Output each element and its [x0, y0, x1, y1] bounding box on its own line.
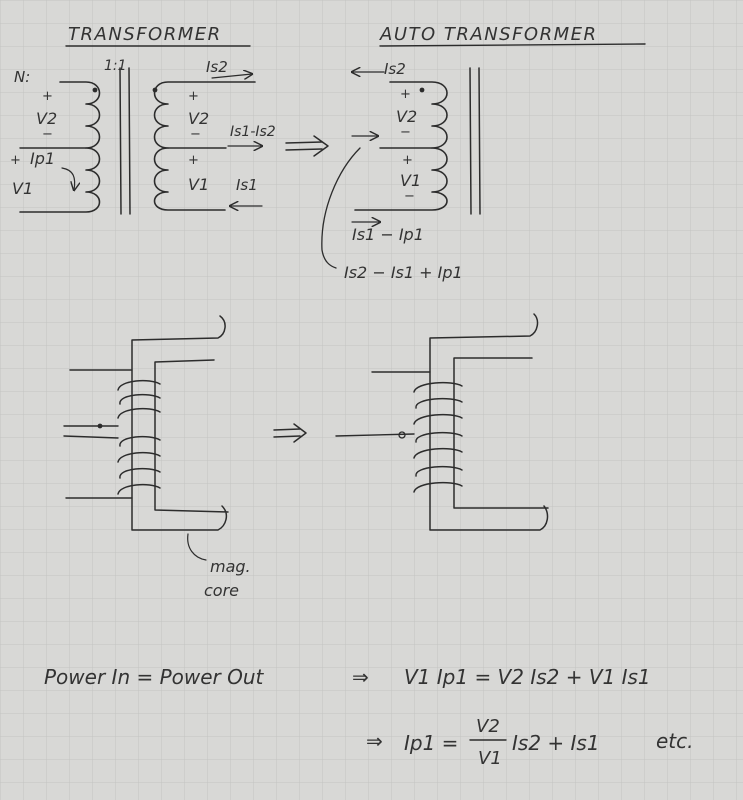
mag-core-label-1: mag. [210, 557, 251, 576]
primary-v1-label: V1 [12, 179, 33, 198]
auto-v1-plus: + [402, 153, 413, 168]
core-outline-left [131, 315, 229, 531]
primary-v2-minus: − [42, 127, 53, 142]
equation-ip1-lhs: Ip1 = [404, 731, 458, 755]
is1-minus-is2-label: Is1-Is2 [230, 124, 276, 140]
lead-mid-2 [63, 435, 119, 439]
is2-arrow [211, 74, 252, 78]
auto-tap-lead [321, 147, 361, 269]
primary-dot [92, 87, 98, 93]
secondary-v2-label: V2 [188, 109, 209, 128]
equations: Power In = Power Out ⇒ V1 Ip1 = V2 Is2 +… [44, 665, 694, 769]
auto-node-current: Is2 − Is1 + Ip1 [344, 263, 463, 282]
auto-is1-minus-ip1: Is1 − Ip1 [352, 225, 424, 244]
auto-v2-label: V2 [396, 107, 417, 126]
auto-is2-label: Is2 [384, 60, 406, 78]
autotransformer-core-sketch [335, 313, 549, 531]
autotransformer-schematic: Is2 + V2 − + V1 − Is1 − Ip1 Is2 − Is1 + … [321, 60, 481, 282]
ip1-arrow [61, 167, 75, 190]
fraction-numerator: V2 [476, 716, 500, 737]
heading-transformer: TRANSFORMER [68, 24, 222, 45]
secondary-v1-plus: + [188, 153, 199, 168]
secondary-dot [152, 87, 158, 93]
secondary-v2-minus: − [190, 127, 201, 142]
transformer-core-sketch: mag. core [63, 315, 251, 600]
auto-core-bar-left [469, 67, 472, 215]
primary-v2-label: V2 [36, 109, 57, 128]
is2-label: Is2 [206, 58, 228, 76]
transformer-schematic: N: 1:1 + V2 − + Ip1 V1 Is2 + V2 − Is1-Is… [10, 58, 276, 215]
equation-implies-1: ⇒ [352, 665, 369, 689]
equation-implies-2: ⇒ [366, 729, 383, 753]
heading-underline-autotransformer [379, 43, 646, 47]
implies-arrow-top [285, 135, 329, 157]
auto-lead-mid [335, 433, 415, 437]
mag-core-label-2: core [204, 581, 239, 600]
auto-core-bar-right [478, 67, 481, 215]
core-bar-right [128, 67, 131, 215]
fraction-denominator: V1 [478, 748, 502, 769]
primary-v2-plus: + [42, 89, 53, 104]
equation-power-balance: Power In = Power Out [44, 665, 265, 689]
auto-lead-mid-dot [398, 431, 406, 439]
ip1-label: Ip1 [30, 149, 55, 168]
auto-v1-minus: − [404, 189, 415, 204]
turns-label: N: [14, 68, 30, 86]
equation-etc: etc. [656, 729, 694, 753]
auto-dot [419, 87, 425, 93]
secondary-v1-label: V1 [188, 175, 209, 194]
implies-arrow-middle [273, 423, 307, 443]
auto-v2-minus: − [400, 125, 411, 140]
auto-v1-label: V1 [400, 171, 421, 190]
heading-autotransformer: AUTO TRANSFORMER [379, 24, 598, 45]
is1-label: Is1 [236, 176, 258, 194]
mag-core-pointer [187, 533, 207, 561]
auto-core-windings [413, 381, 463, 493]
core-windings-left [117, 379, 161, 495]
core-bar-left [119, 67, 122, 215]
primary-v1-plus: + [10, 153, 21, 168]
auto-core-outline [429, 313, 549, 531]
secondary-v2-plus: + [188, 89, 199, 104]
ratio-label: 1:1 [104, 58, 127, 74]
lead-mid-dot [97, 423, 103, 429]
equation-ip1-rhs: Is2 + Is1 [512, 731, 600, 755]
auto-v2-plus: + [400, 87, 411, 102]
equation-power-expansion: V1 Ip1 = V2 Is2 + V1 Is1 [404, 665, 651, 689]
